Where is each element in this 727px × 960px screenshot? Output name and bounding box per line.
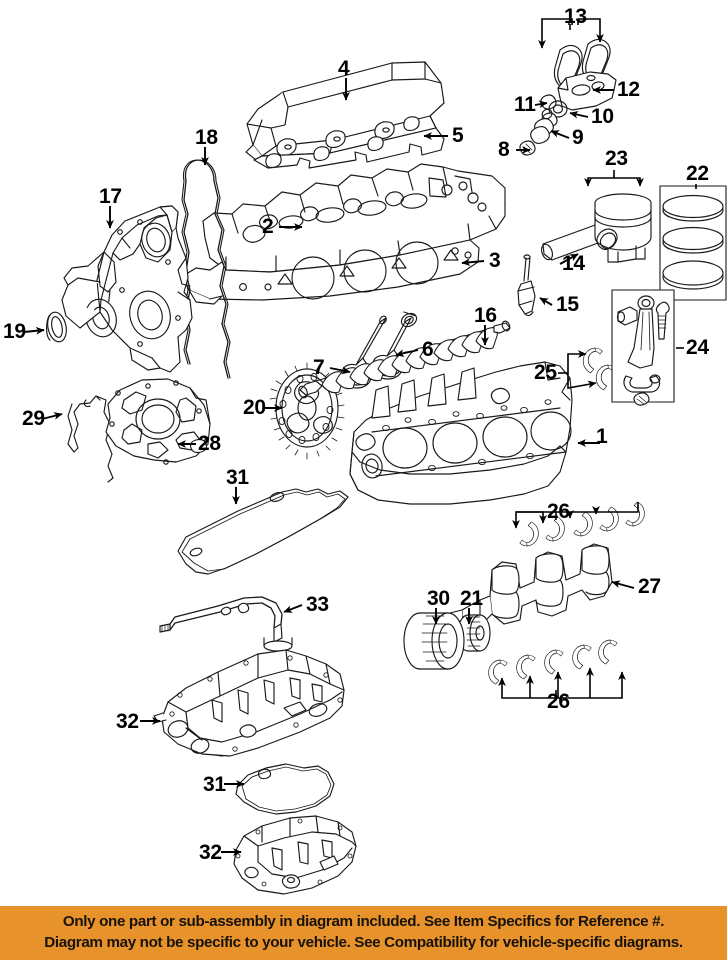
callout-15: 15	[556, 293, 579, 316]
callout-9: 9	[572, 126, 584, 149]
callout-4: 4	[338, 57, 350, 80]
part-valve-cover-gasket	[253, 127, 445, 169]
part-piston-ring-set	[659, 185, 727, 301]
callout-11: 11	[514, 93, 536, 116]
callout-31-upper: 31	[226, 466, 249, 489]
disclaimer-line-1: Only one part or sub-assembly in diagram…	[62, 913, 665, 931]
part-cylinder-head	[202, 163, 506, 273]
part-connecting-rod	[611, 289, 675, 406]
callout-23: 23	[605, 147, 628, 170]
callout-12: 12	[617, 78, 640, 101]
part-main-bearings-upper	[519, 501, 645, 547]
callout-19: 19	[3, 320, 26, 343]
callout-13: 13	[564, 5, 587, 28]
part-cam-bearings	[582, 347, 616, 391]
disclaimer-line-2: Diagram may not be specific to your vehi…	[44, 934, 683, 951]
callout-5: 5	[452, 124, 464, 147]
callout-8: 8	[498, 138, 510, 161]
callout-26-lower: 26	[547, 690, 570, 713]
callout-29: 29	[22, 407, 45, 430]
callout-21: 21	[460, 587, 483, 610]
engine-diagram-illustration	[23, 18, 727, 895]
callout-14: 14	[562, 252, 585, 275]
callout-3: 3	[489, 249, 501, 272]
part-lower-oil-pan-gasket	[235, 763, 335, 815]
callout-16: 16	[474, 304, 497, 327]
disclaimer-banner: Only one part or sub-assembly in diagram…	[0, 906, 727, 960]
callout-31-lower: 31	[203, 773, 226, 796]
callout-28: 28	[198, 432, 221, 455]
callout-25: 25	[534, 361, 557, 384]
callout-2: 2	[262, 215, 274, 238]
callout-6: 6	[422, 338, 434, 361]
callout-10: 10	[591, 105, 614, 128]
callout-18: 18	[195, 126, 218, 149]
part-head-gasket	[182, 239, 480, 305]
part-rocker-assembly	[519, 38, 617, 156]
part-lifter	[517, 254, 536, 317]
part-valve-cover	[245, 61, 445, 161]
callout-32-upper: 32	[116, 710, 139, 733]
callout-17: 17	[99, 185, 122, 208]
part-rear-cover	[105, 378, 211, 465]
part-front-crankshaft-seal	[46, 311, 67, 343]
part-rear-cover-gasket	[67, 395, 114, 483]
part-lower-oil-pan	[233, 815, 357, 895]
part-timing-cover	[61, 205, 193, 373]
callout-32-lower: 32	[199, 841, 222, 864]
part-timing-gear	[269, 362, 345, 460]
part-main-bearings-lower	[488, 639, 618, 685]
callout-leaders	[23, 18, 697, 856]
callout-24: 24	[686, 336, 709, 359]
callout-22: 22	[686, 162, 709, 185]
callout-7: 7	[313, 356, 325, 379]
callout-33: 33	[306, 593, 329, 616]
part-camshaft	[298, 320, 511, 399]
part-piston	[594, 193, 652, 263]
part-upper-oil-pan	[153, 649, 345, 757]
engine-parts-diagram: 1 2 3 4 5 6 7 8 9 10 11 12 13 14 15 16 1…	[3, 5, 727, 895]
callout-20: 20	[243, 396, 266, 419]
part-engine-block	[349, 361, 573, 505]
callout-27: 27	[638, 575, 661, 598]
part-crankshaft-pulley	[403, 612, 465, 670]
part-oil-pump-pickup-tube	[159, 596, 293, 652]
callout-26-upper: 26	[547, 500, 570, 523]
part-upper-oil-pan-gasket	[177, 488, 349, 575]
part-crankshaft	[439, 543, 613, 628]
callout-30: 30	[427, 587, 450, 610]
callout-1: 1	[596, 425, 608, 448]
